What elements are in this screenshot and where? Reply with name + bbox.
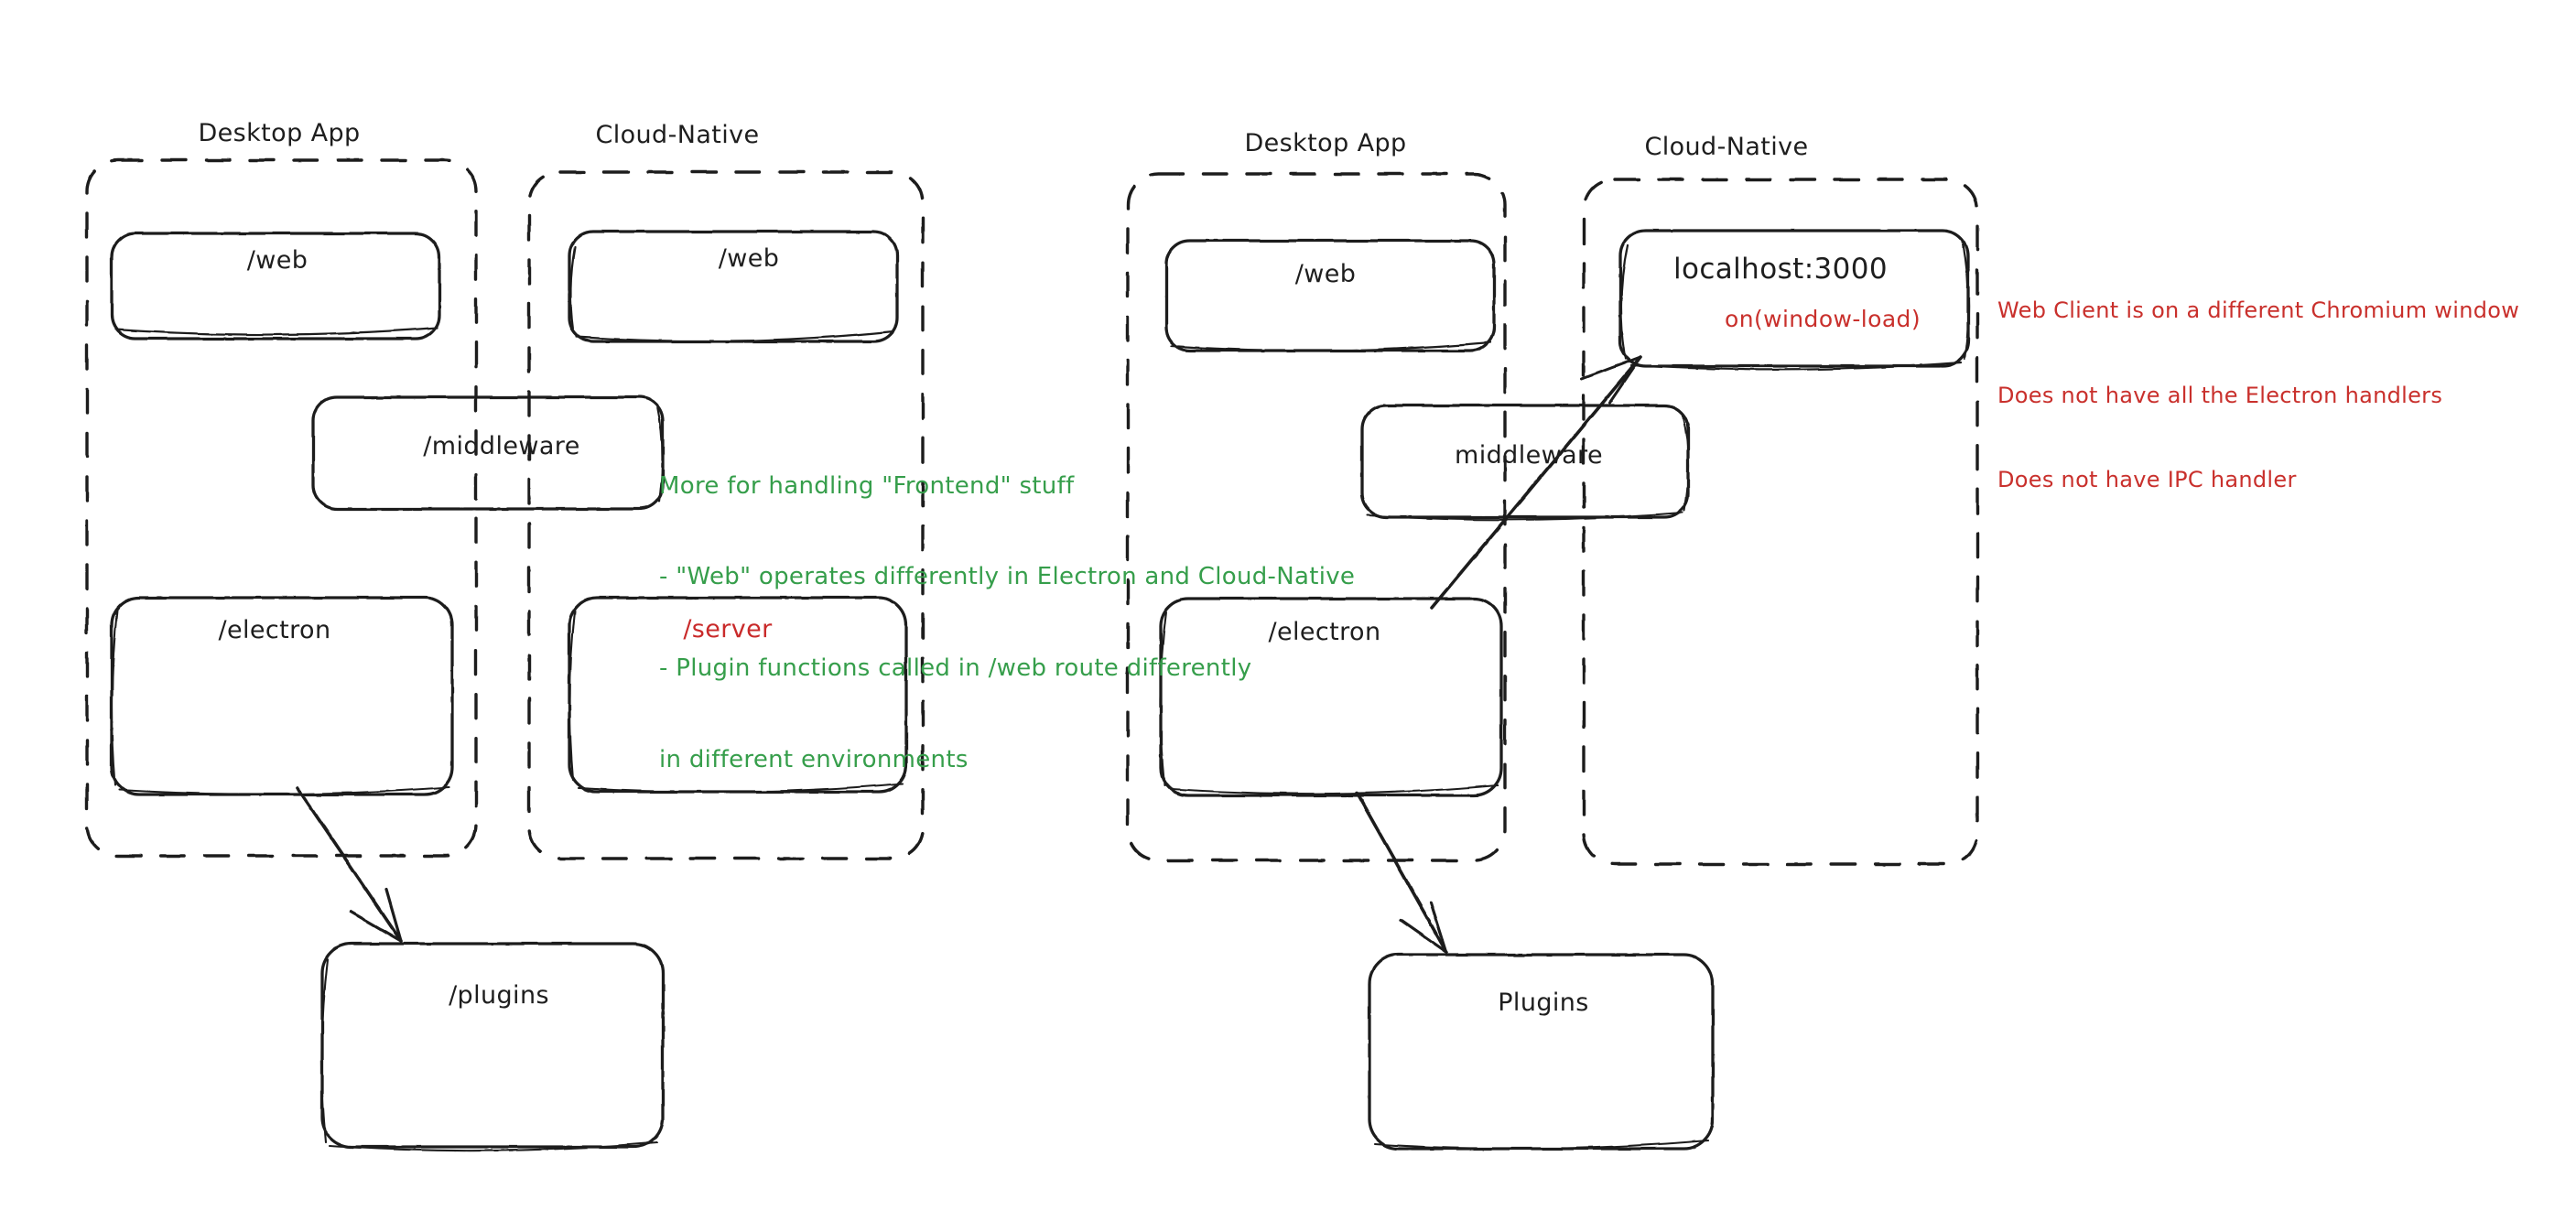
- node-label-left-desktop-web: /web: [246, 246, 308, 275]
- group-label-left-desktop-app: Desktop App: [198, 119, 361, 147]
- node-label-left-cloud-web: /web: [718, 244, 780, 273]
- arrow-right-electron-to-localhost: [1430, 355, 1642, 610]
- annotation-green-line-2: - "Web" operates differently in Electron…: [659, 563, 1356, 591]
- node-label-left-plugins: /plugins: [449, 981, 549, 1010]
- annotation-red-line-2: Does not have all the Electron handlers: [1997, 382, 2443, 408]
- node-label-right-electron: /electron: [1268, 618, 1381, 646]
- node-label-left-electron: /electron: [218, 616, 331, 644]
- group-label-right-desktop-app: Desktop App: [1244, 129, 1407, 157]
- node-right-plugins[interactable]: [1368, 953, 1715, 1151]
- node-label-right-plugins: Plugins: [1498, 989, 1589, 1017]
- annotation-red-note: Web Client is on a different Chromium wi…: [1997, 241, 2519, 550]
- annotation-red-line-1: Web Client is on a different Chromium wi…: [1997, 297, 2520, 324]
- node-left-middleware[interactable]: [311, 395, 665, 511]
- node-left-cloud-web[interactable]: [568, 230, 899, 343]
- node-left-desktop-web[interactable]: [110, 232, 441, 340]
- annotation-green-line-4: in different environments: [659, 745, 969, 773]
- node-right-middleware[interactable]: [1360, 404, 1690, 521]
- node-label-left-server: /server: [683, 615, 773, 643]
- node-label-right-localhost: localhost:3000: [1672, 253, 1889, 286]
- node-right-electron[interactable]: [1159, 597, 1503, 797]
- arrow-right-electron-to-plugins: [1355, 791, 1448, 954]
- node-left-plugins[interactable]: [320, 942, 665, 1152]
- annotation-red-line-3: Does not have IPC handler: [1997, 466, 2297, 492]
- group-label-right-cloud-native: Cloud-Native: [1644, 133, 1809, 161]
- node-label-left-middleware: /middleware: [423, 432, 580, 460]
- group-label-left-cloud-native: Cloud-Native: [595, 121, 760, 149]
- node-right-desktop-web[interactable]: [1164, 239, 1496, 352]
- node-sublabel-right-localhost-onwindowload: on(window-load): [1725, 306, 1921, 332]
- annotation-green-line-3: - Plugin functions called in /web route …: [659, 654, 1252, 683]
- node-right-localhost[interactable]: [1618, 229, 1970, 371]
- node-left-electron[interactable]: [110, 596, 454, 796]
- arrow-left-electron-to-plugins: [296, 786, 403, 943]
- node-label-right-middleware: middleware: [1455, 441, 1603, 470]
- annotation-green-note: More for handling "Frontend" stuff - "We…: [659, 410, 1355, 837]
- node-label-right-desktop-web: /web: [1294, 260, 1357, 288]
- node-left-server[interactable]: [568, 596, 908, 794]
- annotation-green-line-1: More for handling "Frontend" stuff: [659, 471, 1075, 500]
